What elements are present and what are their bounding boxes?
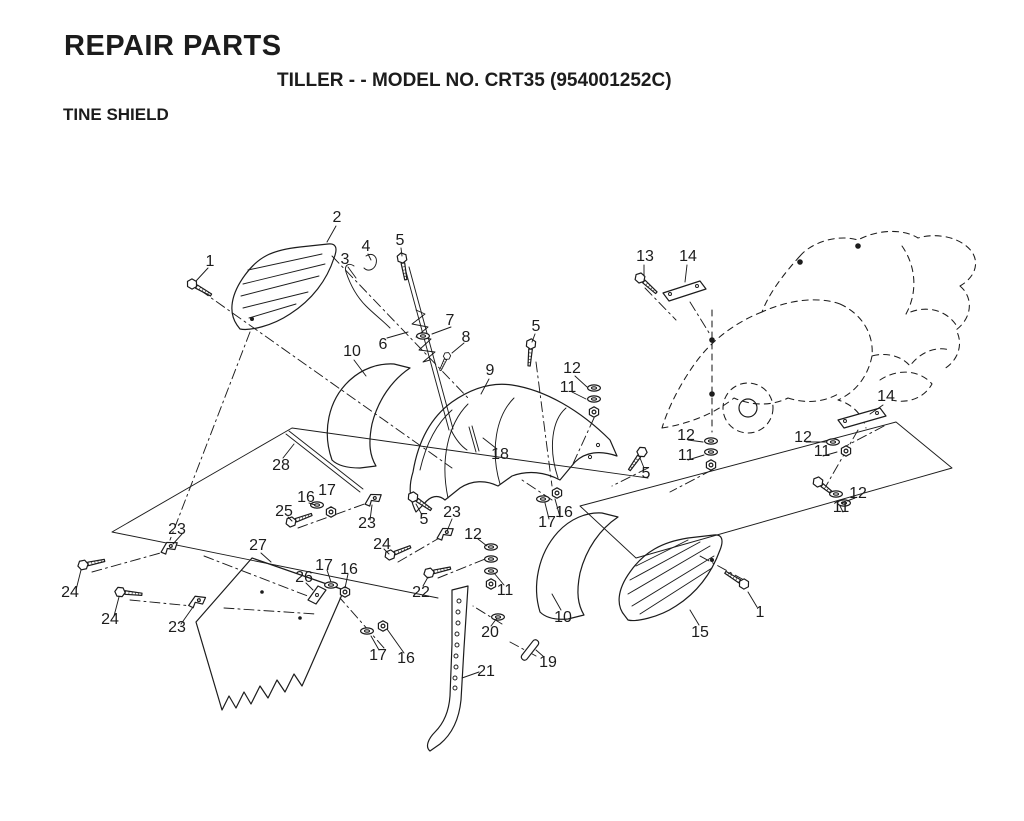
part-callout-5: 5 [419, 511, 429, 528]
tiller-body-outline [661, 230, 976, 434]
shield-part-15 [618, 534, 723, 622]
pin-part-18 [468, 425, 480, 453]
depth-stake-part-21 [426, 585, 469, 752]
part-callout-16: 16 [397, 650, 415, 667]
leader-lines [75, 225, 884, 679]
part-callout-9: 9 [485, 362, 495, 379]
bracket-part-14-right [837, 407, 887, 429]
part-callout-11: 11 [559, 379, 577, 396]
part-callout-16: 16 [555, 504, 573, 521]
part-callout-10: 10 [343, 343, 361, 360]
part-callout-19: 19 [539, 654, 557, 671]
part-callout-24: 24 [61, 584, 79, 601]
part-callout-5: 5 [395, 232, 405, 249]
part-callout-26: 26 [295, 569, 313, 586]
model-title: TILLER - - MODEL NO. CRT35 (954001252C) [277, 70, 672, 91]
control-rod [404, 266, 468, 451]
part-callout-2: 2 [332, 209, 342, 226]
part-callout-5: 5 [531, 318, 541, 335]
part-callout-3: 3 [340, 251, 350, 268]
part-callout-27: 27 [249, 537, 267, 554]
part-callout-12: 12 [677, 427, 695, 444]
part-callout-5: 5 [641, 465, 651, 482]
page-title: REPAIR PARTS [64, 30, 282, 62]
part-callout-12: 12 [794, 429, 812, 446]
part-callout-16: 16 [297, 489, 315, 506]
part-callout-14: 14 [877, 388, 895, 405]
part-callout-16: 16 [340, 561, 358, 578]
part-callout-10: 10 [554, 609, 572, 626]
section-title: TINE SHIELD [63, 105, 169, 124]
clip-part-4 [363, 253, 377, 271]
part-callout-6: 6 [378, 336, 388, 353]
part-callout-11: 11 [677, 447, 695, 464]
part-callout-4: 4 [361, 238, 371, 255]
part-callout-24: 24 [373, 536, 391, 553]
part-callout-24: 24 [101, 611, 119, 628]
side-panel-part-27 [195, 557, 345, 711]
part-callout-23: 23 [443, 504, 461, 521]
part-callout-11: 11 [496, 582, 514, 599]
part-callout-20: 20 [481, 624, 499, 641]
part-callout-11: 11 [813, 443, 831, 460]
inner-shield-part-10-upper [326, 363, 411, 469]
part-callout-25: 25 [275, 503, 293, 520]
part-callout-23: 23 [168, 521, 186, 538]
part-callout-23: 23 [168, 619, 186, 636]
bracket-part-14-top [662, 280, 707, 302]
main-shield-part-9 [409, 383, 618, 513]
pin-part-19 [520, 639, 540, 661]
part-callout-22: 22 [412, 584, 430, 601]
shield-part-2 [231, 243, 337, 331]
part-callout-28: 28 [272, 457, 290, 474]
center-lines [91, 255, 885, 657]
part-callout-1: 1 [755, 604, 765, 621]
part-callout-14: 14 [679, 248, 697, 265]
part-callout-8: 8 [461, 329, 471, 346]
inner-shield-part-10-lower [535, 512, 619, 620]
part-callout-12: 12 [464, 526, 482, 543]
part-callout-17: 17 [538, 514, 556, 531]
part-callout-11: 11 [832, 499, 850, 516]
part-callout-21: 21 [477, 663, 495, 680]
part-callout-17: 17 [318, 482, 336, 499]
rod-part-28 [285, 430, 364, 493]
part-callout-15: 15 [691, 624, 709, 641]
bracket-part-26 [307, 585, 327, 605]
part-callout-1: 1 [205, 253, 215, 270]
part-callout-18: 18 [491, 446, 509, 463]
part-callout-23: 23 [358, 515, 376, 532]
part-callout-17: 17 [369, 647, 387, 664]
part-callout-12: 12 [849, 485, 867, 502]
part-callout-12: 12 [563, 360, 581, 377]
part-callout-13: 13 [636, 248, 654, 265]
part-callout-17: 17 [315, 557, 333, 574]
wire-part-3 [345, 263, 391, 329]
part-callout-7: 7 [445, 312, 455, 329]
